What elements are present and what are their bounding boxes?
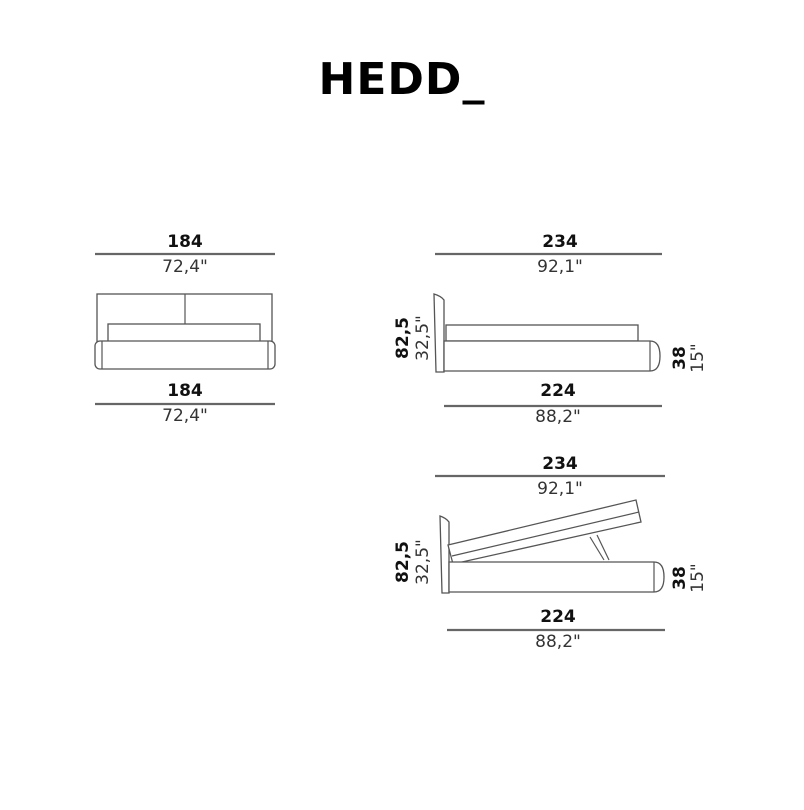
open-raised-platform [447, 499, 642, 565]
front-top-width-in: 72,4" [162, 257, 208, 277]
open-height-in: 32,5" [413, 539, 433, 585]
product-title: HEDD_ [318, 54, 486, 105]
side-height-in: 32,5" [413, 315, 433, 361]
side-base [443, 340, 661, 372]
open-height-cm: 82,5 [393, 541, 413, 583]
open-view: 234 92,1" 82,5 32,5" 38 15" 224 88,2" [393, 454, 708, 652]
side-height-cm: 82,5 [393, 317, 413, 359]
open-gas-strut-outline [596, 534, 610, 561]
open-base [448, 561, 665, 593]
front-top-width-cm: 184 [167, 232, 203, 252]
side-mattress [445, 324, 639, 342]
front-view: 184 72,4" 184 72,4" [94, 232, 276, 426]
front-bottom-width-cm: 184 [167, 381, 203, 401]
side-overall-length-in: 92,1" [537, 257, 583, 277]
open-gas-strut [589, 536, 605, 561]
side-base-height-in: 15" [688, 343, 708, 372]
side-base-length-cm: 224 [540, 381, 576, 401]
front-base [94, 340, 276, 370]
side-view: 234 92,1" 82,5 32,5" 38 15" 224 88,2" [393, 232, 708, 427]
front-bottom-width-in: 72,4" [162, 406, 208, 426]
front-mattress [107, 323, 261, 343]
open-platform-line [451, 511, 640, 557]
open-overall-length-cm: 234 [542, 454, 578, 474]
open-base-length-cm: 224 [540, 607, 576, 627]
open-headboard [439, 515, 450, 594]
open-overall-length-in: 92,1" [537, 479, 583, 499]
open-base-height-cm: 38 [670, 566, 690, 590]
open-base-height-in: 15" [688, 563, 708, 592]
side-headboard [433, 293, 445, 373]
open-base-length-in: 88,2" [535, 632, 581, 652]
side-overall-length-cm: 234 [542, 232, 578, 252]
side-base-length-in: 88,2" [535, 407, 581, 427]
side-base-height-cm: 38 [670, 346, 690, 370]
